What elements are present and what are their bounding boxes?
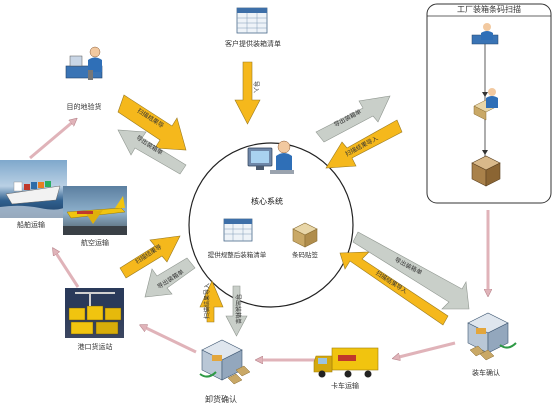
port-photo: [65, 288, 124, 338]
arrow-top-in: [234, 61, 261, 125]
customer-list-label: 客户提供装箱清单: [225, 40, 281, 48]
scanner-icon-factory-1: [471, 23, 499, 45]
arrow-upper-left-out: [117, 129, 187, 175]
barcode-label: 条码贴签: [292, 251, 318, 259]
improved-list-label: 提供规整后装箱清单: [207, 251, 267, 259]
factory-flow-head-1: [482, 92, 488, 97]
operator-icon-destination: [65, 46, 103, 80]
ship-label: 船舶运输: [17, 221, 45, 229]
package-icon-barcode: [292, 222, 318, 248]
unload-confirm-label: 卸货确认: [205, 395, 237, 404]
loading-confirm-label: 装车确认: [472, 369, 500, 377]
arrow-lower-left-in: [119, 235, 181, 279]
port-label: 港口货运站: [77, 343, 113, 351]
factory-box-title: 工厂装箱条码扫描: [457, 5, 521, 14]
gray-arrows: [117, 95, 470, 337]
airplane-photo: [63, 186, 127, 235]
arrow-transport-to-destination: [29, 120, 75, 160]
arrow-bottom-in: [199, 280, 224, 323]
destination-check-label: 目的地验货: [66, 103, 102, 111]
scan-box-icon-loading: [467, 312, 517, 361]
operator-icon-core: [247, 140, 294, 174]
arrow-loading-to-truck: [395, 341, 456, 358]
truck-label: 卡车运输: [331, 382, 359, 390]
arrow-lower-right-in: [339, 251, 449, 326]
ship-photo: [0, 160, 67, 218]
arrow-upper-left-in: [117, 94, 187, 151]
yellow-arrows: [117, 61, 449, 326]
core-system-circle: [188, 142, 354, 308]
pink-arrows: [29, 120, 488, 360]
arrow-upper-right-out: [315, 95, 391, 143]
box-icon-factory: [471, 155, 501, 187]
arrow-upper-right-in: [325, 119, 403, 169]
arrow-label-bottom-out: 导出装箱单: [234, 293, 242, 325]
arrow-lower-right-out: [352, 231, 470, 310]
arrow-label-bottom-in: 扫描结果导入: [204, 282, 212, 320]
spreadsheet-icon-customer: [236, 7, 268, 34]
spreadsheet-icon-improved: [223, 218, 253, 242]
core-system-title: 核心系统: [251, 197, 283, 206]
arrow-label-top-in: 导入: [252, 80, 260, 94]
arrow-bottom-out: [225, 285, 248, 337]
air-label: 航空运输: [81, 239, 109, 247]
scan-box-icon-unload: [199, 339, 251, 385]
truck-icon: [313, 347, 379, 378]
factory-flow-head-2: [482, 150, 488, 155]
scanner-icon-factory-2: [473, 88, 499, 121]
arrow-port-to-transport: [54, 250, 80, 288]
arrow-lower-left-out: [144, 257, 196, 298]
arrow-unload-to-port: [142, 326, 197, 354]
